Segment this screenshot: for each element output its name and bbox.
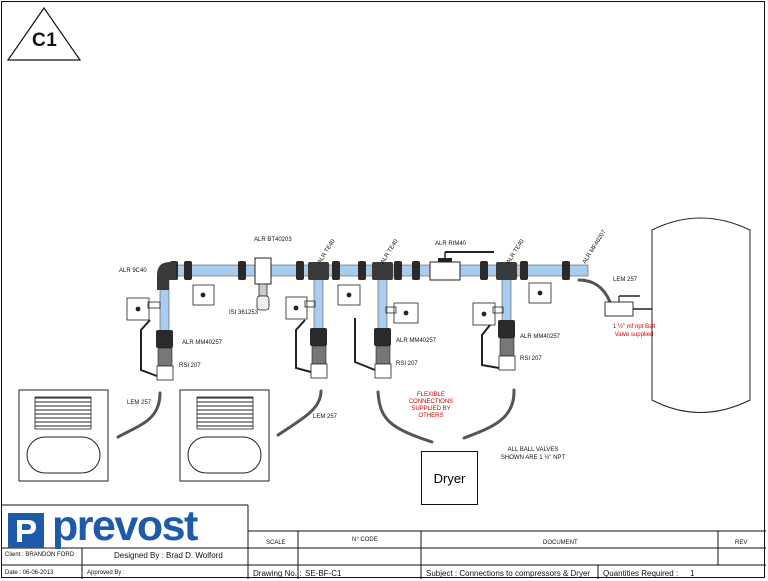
quantities-value: 1 [690, 569, 695, 578]
note-flexible-line-3: SUPPLIED BY [411, 406, 451, 412]
label-rsi-207-3: RSI 207 [520, 356, 542, 362]
drawing-no-label: Drawing No. : [253, 569, 302, 578]
note-flexible-connections: FLEXIBLE CONNECTIONS SUPPLIED BY OTHERS [405, 392, 457, 419]
inline-ball-valve [429, 251, 494, 281]
label-lem-257-3: LEM 257 [613, 277, 638, 283]
dryer-label: Dryer [433, 470, 466, 486]
air-receiver-tank [651, 217, 751, 413]
client-field: Client : BRANDON FORD [5, 552, 75, 558]
label-isi-361253: ISI 361253 [229, 310, 259, 316]
prevost-logo-icon [8, 513, 44, 548]
label-alr-rim40: ALR RIM40 [435, 241, 467, 247]
wall-brackets [126, 282, 552, 326]
prevost-logo-wordmark: prevost [52, 502, 198, 550]
sheet-code: C1 [32, 30, 58, 51]
drawing-no-value: SE-BF-C1 [305, 569, 342, 578]
note-flexible-line-4: OTHERS [418, 413, 444, 419]
sheet-triangle [6, 6, 82, 61]
note-ball-valve: 1 ½" mf npt Ball Valve supplied [604, 324, 664, 338]
label-alr-9c40: ALR 9C40 [119, 268, 147, 274]
label-alr-mm40257-1: ALR MM40257 [182, 340, 223, 346]
approved-by-field: Approved By : [87, 570, 125, 576]
label-rsi-207-1: RSI 207 [179, 363, 201, 369]
date-field: Date : 06-06-2013 [5, 570, 54, 576]
document-header: DOCUMENT [543, 540, 578, 546]
code-header: N° CODE [352, 537, 378, 543]
subject-field: Subject : Connections to compressors & D… [426, 569, 591, 578]
tees [308, 262, 517, 280]
title-block-grid [1, 504, 766, 579]
designed-by-field: Designed By : Brad D. Wolford [114, 551, 223, 560]
rev-header: REV [735, 540, 748, 546]
label-lem-257-2: LEM 257 [313, 414, 338, 420]
flexible-hoses [116, 278, 612, 444]
label-alr-mm40257-2: ALR MM40257 [396, 338, 437, 344]
note-flexible-line-2: CONNECTIONS [408, 399, 454, 405]
tank-ball-valve [604, 295, 652, 317]
note-ball-valve-line-2: Valve supplied [614, 332, 654, 338]
compressor-1 [18, 389, 109, 482]
note-ball-valve-line-1: 1 ½" mf npt Ball [612, 324, 656, 330]
label-alr-bt40203: ALR BT40203 [254, 237, 292, 243]
note-flexible-line-1: FLEXIBLE [416, 392, 445, 398]
quantities-label: Quantities Required : [603, 569, 679, 578]
note-ball-valves: ALL BALL VALVES SHOWN ARE 1 ½" NPT [500, 447, 566, 461]
bracket-collars [147, 300, 504, 314]
drop-pipes [159, 269, 512, 346]
prevost-logo-mark [8, 513, 44, 548]
elbow-alr-9c40 [157, 262, 176, 290]
scale-header: SCALE [266, 540, 286, 546]
label-alr-mm40257-3: ALR MM40257 [520, 334, 561, 340]
label-rsi-207-2: RSI 207 [396, 361, 418, 367]
note-ball-valves-line-1: ALL BALL VALVES [507, 447, 559, 453]
compressor-2 [179, 389, 270, 482]
drop-assemblies [140, 318, 516, 381]
branch-tee-isi [254, 257, 272, 311]
dryer-box: Dryer [421, 451, 478, 505]
note-ball-valves-line-2: SHOWN ARE 1 ½" NPT [500, 455, 566, 461]
label-lem-257-1: LEM 257 [127, 400, 152, 406]
